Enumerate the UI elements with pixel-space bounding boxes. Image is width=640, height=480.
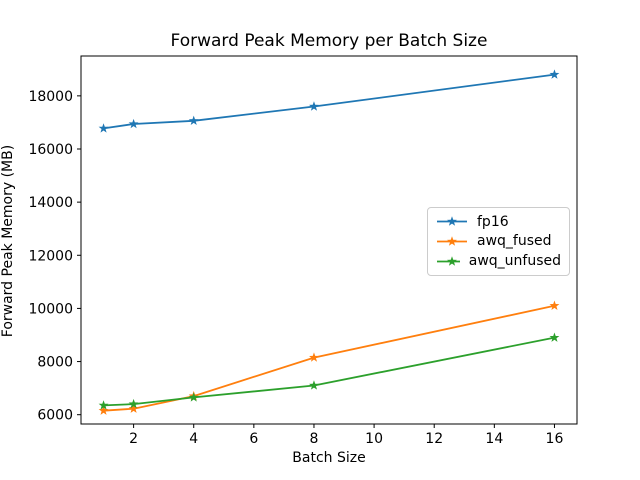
data-marker-awq_fused bbox=[549, 300, 560, 310]
chart-title: Forward Peak Memory per Batch Size bbox=[170, 31, 488, 51]
data-marker-fp16 bbox=[549, 69, 560, 79]
x-tick-label: 16 bbox=[546, 431, 564, 447]
legend-item-awq_fused: awq_fused bbox=[436, 234, 561, 248]
legend-label: fp16 bbox=[477, 213, 509, 230]
y-tick-label: 14000 bbox=[28, 195, 73, 211]
legend-item-fp16: fp16 bbox=[436, 215, 561, 229]
legend-line-marker-icon bbox=[437, 216, 467, 227]
x-tick-label: 8 bbox=[310, 431, 319, 447]
y-tick-label: 16000 bbox=[28, 142, 73, 158]
data-marker-awq_fused bbox=[128, 403, 139, 413]
legend-label: awq_fused bbox=[477, 233, 552, 250]
x-tick-label: 4 bbox=[189, 431, 198, 447]
y-tick-label: 10000 bbox=[28, 301, 73, 317]
x-axis-label: Batch Size bbox=[292, 450, 366, 466]
legend: fp16 awq_fused awq_unfused bbox=[427, 207, 570, 276]
y-tick-label: 8000 bbox=[37, 355, 73, 371]
data-marker-awq_unfused bbox=[98, 400, 109, 410]
data-marker-awq_unfused bbox=[128, 398, 139, 409]
y-tick-label: 18000 bbox=[28, 89, 73, 105]
data-marker-fp16 bbox=[309, 101, 319, 111]
x-tick-label: 12 bbox=[425, 431, 443, 447]
data-marker-fp16 bbox=[188, 115, 199, 126]
data-marker-awq_fused bbox=[309, 352, 319, 362]
x-tick-label: 6 bbox=[249, 431, 258, 447]
x-tick-label: 14 bbox=[485, 431, 503, 447]
y-tick-label: 6000 bbox=[37, 408, 73, 424]
series-line-awq_unfused bbox=[102, 336, 556, 407]
legend-item-awq_unfused: awq_unfused bbox=[436, 254, 561, 268]
data-marker-fp16 bbox=[128, 118, 139, 129]
y-tick-label: 12000 bbox=[28, 248, 73, 264]
data-marker-fp16 bbox=[98, 123, 109, 133]
data-marker-awq_unfused bbox=[309, 380, 319, 390]
legend-line-marker-icon bbox=[437, 236, 467, 246]
series-line-fp16 bbox=[102, 73, 556, 130]
series-line-awq_fused bbox=[102, 304, 556, 412]
x-tick-label: 10 bbox=[365, 431, 383, 447]
legend-label: awq_unfused bbox=[468, 253, 561, 270]
axes-frame bbox=[80, 55, 578, 425]
data-marker-awq_unfused bbox=[549, 332, 560, 342]
legend-line-marker-icon bbox=[437, 255, 460, 266]
x-tick-label: 2 bbox=[129, 431, 138, 447]
data-marker-awq_fused bbox=[98, 405, 109, 415]
data-marker-awq_unfused bbox=[188, 392, 199, 402]
